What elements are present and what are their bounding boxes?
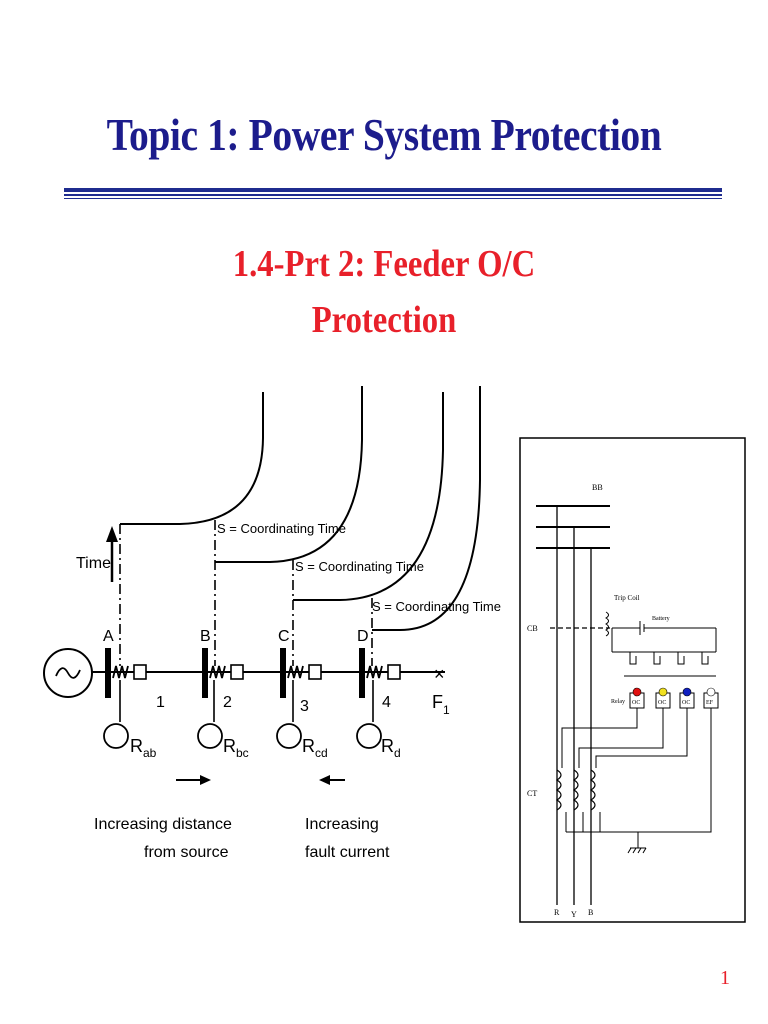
relay-label: Relay [611, 699, 625, 705]
ct-and-breaker-3 [287, 664, 322, 680]
breaker-number-3: 3 [300, 698, 309, 715]
trip-coil-icon [605, 611, 609, 637]
sine-wave-icon [55, 667, 81, 679]
relay-curve-d [372, 386, 481, 631]
battery-label: Battery [652, 616, 670, 622]
breaker-number-4: 4 [382, 694, 391, 711]
subtitle-line-1: 1.4-Prt 2: Feeder O/C [232, 243, 536, 285]
bus-label-d: D [357, 628, 369, 645]
ct-label: CT [527, 789, 537, 798]
busbar-c [280, 648, 286, 698]
ct-coils [555, 769, 596, 811]
relay-curve-b [215, 386, 363, 563]
slide-title: Topic 1: Power System Protection [106, 109, 662, 160]
relay-curve-a [120, 392, 264, 525]
busbar-b [202, 648, 208, 698]
relay-label-bc: Rbc [223, 736, 249, 760]
coordinating-time-label-2: S = Coordinating Time [295, 559, 424, 574]
title-divider-thick [64, 188, 722, 192]
ct-and-breaker-2 [209, 664, 244, 680]
fault-label: F1 [432, 692, 450, 717]
breaker-number-2: 2 [223, 694, 232, 711]
fault-marker-icon: × [434, 664, 445, 684]
subtitle-line-2: Protection [311, 299, 457, 341]
busbar-a [105, 648, 111, 698]
distance-arrowhead [200, 775, 211, 785]
time-axis-label: Time [76, 555, 111, 572]
relay-label-d: Rd [381, 736, 401, 760]
relay-label-cd: Rcd [302, 736, 328, 760]
breaker-number-1: 1 [156, 694, 165, 711]
cb-label: CB [527, 624, 538, 633]
relay-indicator-dot-1 [632, 687, 642, 697]
relay-symbol-ab [103, 723, 129, 749]
time-axis-arrowhead [106, 526, 118, 542]
relay-label-ab: Rab [130, 736, 157, 760]
bus-label-b: B [200, 628, 211, 645]
bus-label-a: A [103, 628, 114, 645]
relay-box-4-label: EF [706, 700, 714, 706]
coordinating-time-label-1: S = Coordinating Time [217, 521, 346, 536]
current-text-line-1: Increasing [305, 816, 379, 833]
relay-box-2-label: OC [658, 700, 666, 706]
page-number: 1 [720, 967, 730, 989]
busbar-d [359, 648, 365, 698]
title-divider-thin [64, 194, 722, 196]
slide-subtitle: 1.4-Prt 2: Feeder O/C Protection [54, 236, 714, 348]
ct-secondary-wiring [561, 708, 712, 848]
relay-symbol-cd [276, 723, 302, 749]
busbar-label: BB [592, 483, 603, 492]
relay-indicator-dot-4 [706, 687, 716, 697]
current-arrowhead [319, 775, 330, 785]
relay-symbol-d [356, 723, 382, 749]
ct-and-breaker-1 [112, 664, 147, 680]
current-text-line-2: fault current [305, 844, 390, 861]
relay-indicator-dot-3 [682, 687, 692, 697]
relay-box-3-label: OC [682, 700, 690, 706]
relay-indicator-dot-2 [658, 687, 668, 697]
relay-box-1-label: OC [632, 700, 640, 706]
phase-label-y: Y [571, 910, 577, 919]
earth-icon [627, 847, 647, 854]
title-divider-thin-lower [64, 198, 722, 199]
phase-label-r: R [554, 908, 560, 917]
wiring-frame [519, 437, 746, 923]
bus-label-c: C [278, 628, 290, 645]
distance-text-line-1: Increasing distance [94, 816, 232, 833]
distance-text-line-2: from source [144, 844, 229, 861]
trip-coil-label: Trip Coil [614, 594, 640, 602]
relay-curve-c [293, 392, 444, 601]
relay-contacts [629, 652, 709, 665]
phase-label-b: B [588, 908, 593, 917]
coordinating-time-label-3: S = Coordinating Time [372, 599, 501, 614]
relay-symbol-bc [197, 723, 223, 749]
ct-and-breaker-4 [366, 664, 401, 680]
